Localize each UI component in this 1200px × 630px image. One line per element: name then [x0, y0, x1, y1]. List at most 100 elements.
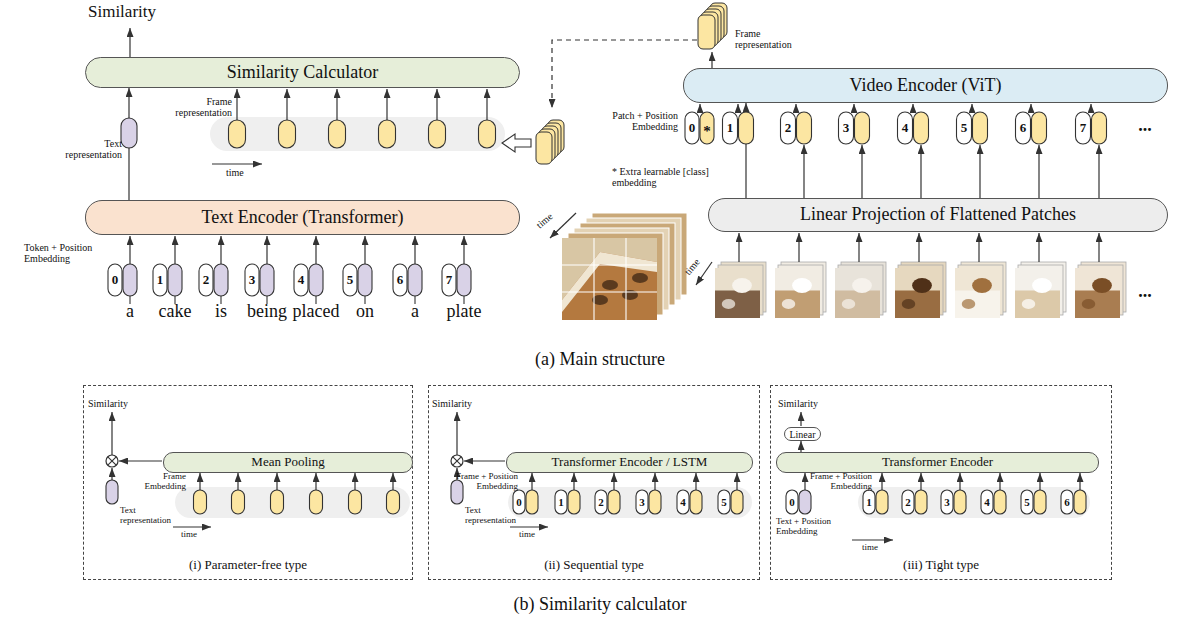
frame-detail: [1022, 299, 1036, 309]
sequence-band: [508, 487, 752, 518]
leader-line: [108, 457, 116, 465]
position-token: [863, 490, 875, 514]
position-token: [199, 264, 213, 296]
caption-text: plate: [429, 302, 499, 322]
caption-text: ...: [1125, 116, 1165, 136]
annotation-label: Similarity: [432, 398, 472, 409]
product-symbol: [106, 455, 118, 467]
frame-detail: [962, 299, 976, 309]
position-token: [294, 264, 308, 296]
patch-token: [1092, 112, 1107, 144]
frame-detail: [972, 278, 992, 293]
frame-token: [915, 490, 927, 514]
arrow-line: [463, 236, 464, 264]
frame-token: [479, 120, 496, 148]
frame-region: [1015, 291, 1060, 319]
position-token: [941, 490, 953, 514]
frame-detail: [1092, 278, 1112, 293]
position-number: 2: [598, 496, 604, 508]
module-label: Video Encoder (ViT): [850, 76, 1002, 96]
arrow-line: [286, 89, 287, 120]
arrow-line: [531, 473, 532, 490]
video-frame: [1075, 268, 1120, 318]
arrow-line: [918, 233, 919, 262]
caption-text: placed: [281, 302, 351, 322]
frame-token: [229, 120, 246, 148]
cake-image: [602, 280, 618, 290]
arrow-line: [699, 104, 700, 112]
video-frame: [775, 268, 820, 318]
position-number: 7: [1080, 121, 1087, 135]
sequence-band: [175, 487, 410, 518]
arrow-line: [978, 233, 979, 262]
frame-token: [526, 490, 538, 514]
module-label: Linear Projection of Flattened Patches: [800, 205, 1076, 225]
module-box: Text Encoder (Transformer): [85, 200, 520, 235]
word-token: [260, 264, 274, 296]
frame-detail: [902, 299, 916, 309]
position-token: [1076, 112, 1091, 144]
annotation-label: Text representation: [52, 138, 122, 160]
arrow-line: [920, 473, 921, 490]
position-token: [723, 112, 738, 144]
frame-region: [955, 291, 1000, 319]
position-number: 5: [721, 496, 727, 508]
arrow-line: [220, 236, 221, 264]
position-token: [636, 490, 648, 514]
arrow-line: [464, 460, 505, 461]
frame-token: [568, 490, 580, 514]
arrow-line: [111, 468, 112, 480]
module-label: Mean Pooling: [251, 455, 324, 469]
patch-token: [973, 112, 988, 144]
leader-line: [593, 238, 594, 320]
frame-region: [1075, 291, 1120, 319]
arrow-line: [804, 473, 805, 490]
annotation-label: time: [181, 530, 197, 540]
caption-text: ...: [1125, 282, 1165, 302]
representation-stack: [536, 132, 552, 164]
module-box: Linear: [784, 427, 821, 441]
position-number: 3: [249, 273, 256, 287]
leader-line: [453, 457, 461, 465]
position-number: 5: [347, 273, 354, 287]
arrow-line: [861, 145, 862, 198]
dashed-arrow: [552, 40, 697, 108]
module-box: Video Encoder (ViT): [683, 68, 1168, 103]
arrow-line: [881, 473, 882, 490]
arrow-line: [852, 539, 893, 540]
module-box: Transformer Encoder / LSTM: [506, 452, 753, 473]
annotation-label: Frame Embedding: [126, 472, 186, 492]
annotation-label: Frame representation: [735, 28, 805, 50]
position-token: [1061, 490, 1073, 514]
position-token: [685, 112, 699, 144]
caption-text: (a) Main structure: [450, 350, 750, 370]
frame-token: [649, 490, 661, 514]
caption-text: (b) Similarity calculator: [450, 595, 750, 615]
text-token: [121, 118, 137, 148]
cake-image: [562, 252, 657, 312]
leader-line: [108, 457, 116, 465]
position-token: [245, 264, 259, 296]
annotation-label: time: [226, 167, 244, 178]
arrow-line: [354, 473, 355, 490]
frame-detail: [732, 278, 752, 293]
frame-detail: [852, 278, 872, 293]
sequence-band: [210, 117, 505, 151]
panel-caption: (ii) Sequential type: [429, 557, 759, 573]
arrow-line: [212, 163, 262, 164]
arrow-line: [737, 104, 738, 112]
module-box: Mean Pooling: [163, 452, 413, 473]
word-token: [214, 264, 228, 296]
frame-token: [876, 490, 888, 514]
arrow-line: [456, 412, 457, 455]
calculator-panel: (iii) Tight typeLinearTransformer Encode…: [770, 385, 1112, 580]
patch-token: [914, 112, 929, 144]
position-number: 4: [298, 273, 305, 287]
word-token: [408, 264, 422, 296]
caption-text: a: [95, 302, 165, 322]
position-number: *: [703, 123, 711, 140]
position-token: [1021, 490, 1033, 514]
word-token: [358, 264, 372, 296]
frame-token: [310, 490, 323, 514]
module-box: Linear Projection of Flattened Patches: [708, 198, 1168, 232]
